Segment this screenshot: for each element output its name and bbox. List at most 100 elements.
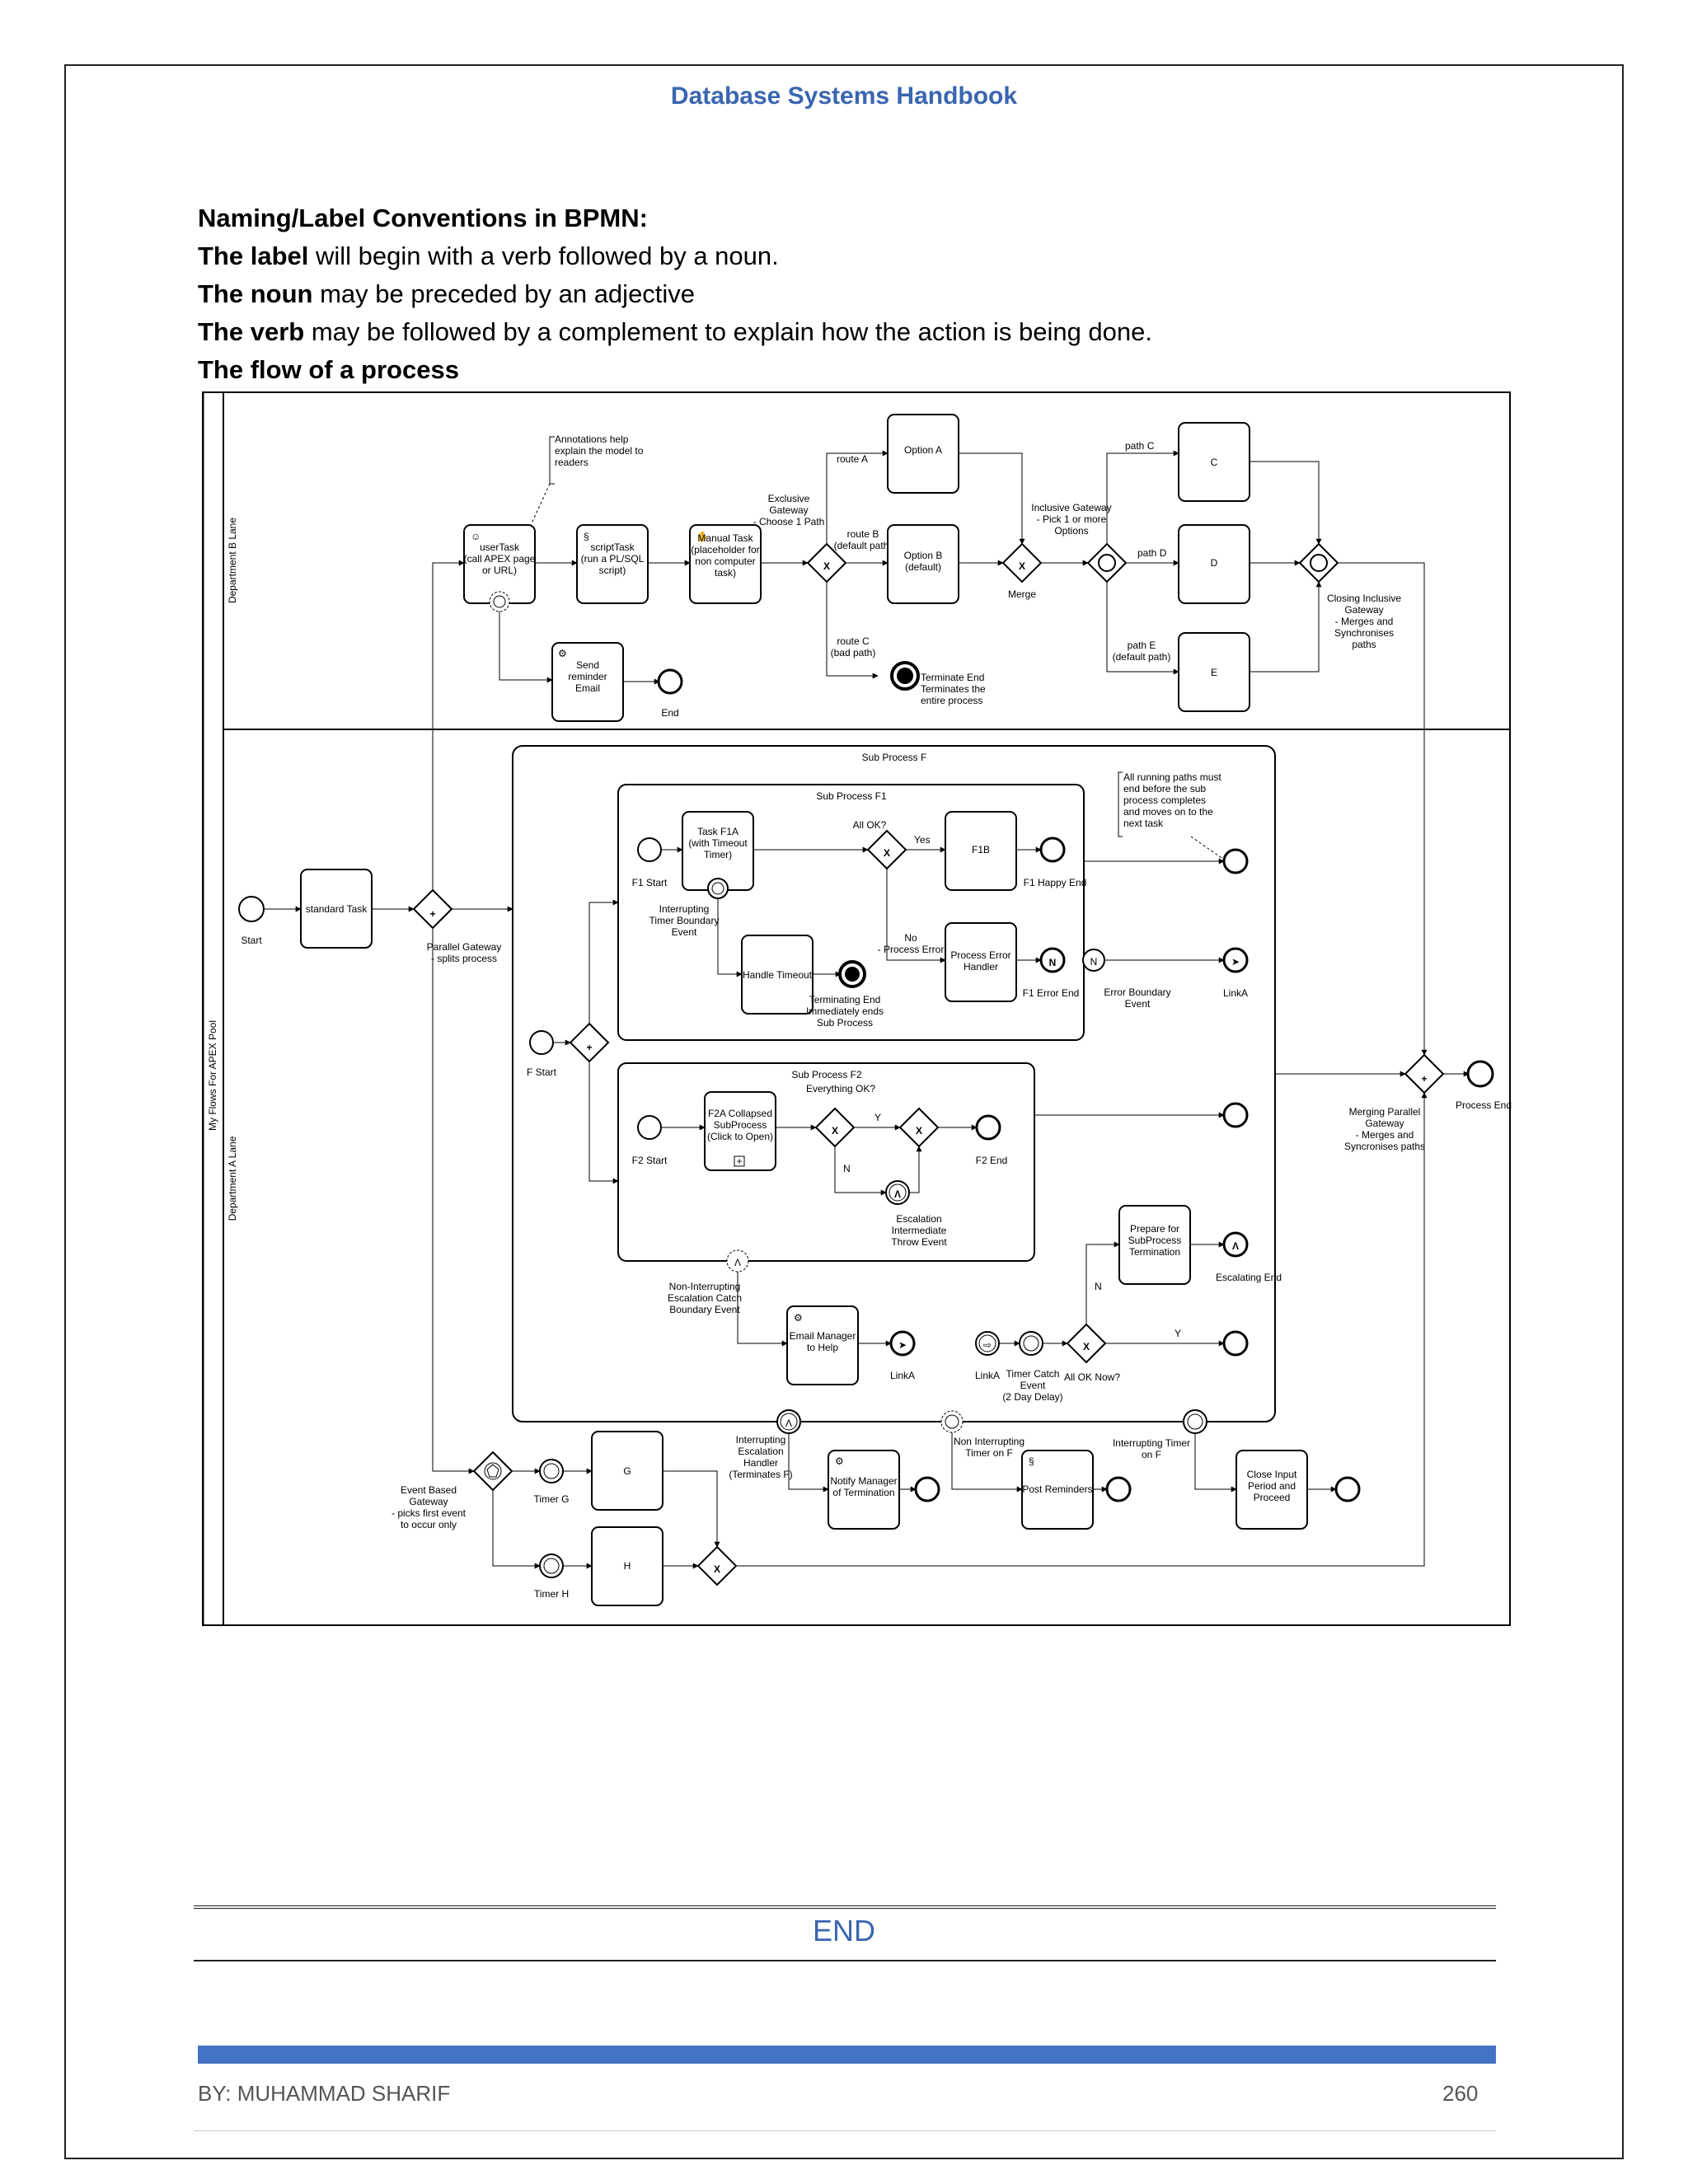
- sub-process-f1[interactable]: [617, 784, 1085, 1041]
- end-f2-branch[interactable]: [1222, 1102, 1249, 1128]
- task-d[interactable]: [1178, 524, 1250, 604]
- send-reminder-icon: ⚙: [558, 648, 567, 659]
- f1-start-event[interactable]: [637, 837, 662, 862]
- path-e-label: path E(default path): [1113, 640, 1171, 663]
- svg-text:Λ: Λ: [894, 1188, 901, 1200]
- link-a-throw-2[interactable]: [889, 1330, 916, 1357]
- svg-text:X: X: [714, 1563, 720, 1575]
- f2-end-event[interactable]: [975, 1114, 1001, 1141]
- process-error-handler[interactable]: [945, 922, 1017, 1002]
- end-event-b-label: End: [661, 707, 678, 719]
- f-start-event[interactable]: [529, 1030, 554, 1055]
- expand-icon[interactable]: [734, 1155, 745, 1167]
- svg-text:➤: ➤: [898, 1339, 907, 1351]
- end-all-ok-now[interactable]: [1222, 1330, 1249, 1357]
- intro-line-2-bold: The noun: [198, 279, 313, 308]
- svg-text:X: X: [823, 560, 830, 572]
- merge-gateway[interactable]: [1001, 542, 1043, 583]
- start-event[interactable]: [238, 896, 265, 922]
- event-based-gateway[interactable]: [472, 1451, 513, 1492]
- email-manager-icon: ⚙: [794, 1312, 803, 1324]
- all-ok-now-label: All OK Now?: [1064, 1371, 1120, 1383]
- svg-text:+: +: [429, 908, 435, 920]
- sub-process-f2-label: Sub Process F2: [791, 1069, 862, 1080]
- task-f1b-label: F1B: [972, 844, 990, 855]
- escalating-end-event[interactable]: [1222, 1231, 1249, 1258]
- route-a-label: route A: [837, 453, 868, 465]
- end-f1-branch[interactable]: [1222, 848, 1249, 874]
- svg-text:⇨: ⇨: [983, 1339, 992, 1351]
- manual-task[interactable]: [689, 524, 762, 604]
- link-a-label-3: LinkA: [975, 1370, 1000, 1381]
- intro-line-1-bold: The label: [198, 241, 309, 270]
- timer-g-label: Timer G: [534, 1493, 570, 1505]
- page-number: 260: [1442, 2081, 1479, 2106]
- f2-start-label: F2 Start: [632, 1155, 668, 1166]
- svg-text:➤: ➤: [1231, 956, 1240, 968]
- interrupting-timer-f-event[interactable]: [1183, 1409, 1207, 1434]
- f1-happy-end[interactable]: [1039, 837, 1066, 863]
- inclusive-gateway[interactable]: [1086, 542, 1128, 583]
- route-b-label: route B(default path): [834, 528, 893, 551]
- end-close-input[interactable]: [1334, 1476, 1361, 1502]
- sub-process-f2[interactable]: [617, 1062, 1035, 1262]
- intro-line-2-rest: may be preceded by an adjective: [312, 279, 696, 308]
- merge-gateway-f2[interactable]: [898, 1107, 940, 1148]
- svg-text:X: X: [916, 1125, 922, 1137]
- option-a-label: Option A: [904, 444, 942, 456]
- merge-gateway-gh[interactable]: [696, 1545, 738, 1586]
- script-task[interactable]: [576, 524, 649, 604]
- user-task-icon: ☺: [471, 531, 481, 542]
- f1-error-end[interactable]: [1039, 947, 1066, 973]
- f2a-collapsed-subprocess[interactable]: [704, 1091, 776, 1171]
- f2-start-event[interactable]: [637, 1115, 662, 1140]
- task-f1b[interactable]: [945, 811, 1017, 891]
- end-event-b[interactable]: [657, 668, 683, 695]
- end-notify-manager[interactable]: [914, 1476, 940, 1502]
- link-a-throw[interactable]: [1222, 947, 1249, 973]
- timer-h-label: Timer H: [534, 1588, 569, 1600]
- option-b-task[interactable]: [887, 524, 959, 604]
- standard-task-label: standard Task: [306, 903, 368, 915]
- task-e-label: E: [1211, 667, 1217, 678]
- closing-inclusive-gateway[interactable]: [1298, 542, 1339, 583]
- sub-process-f[interactable]: [512, 745, 1276, 1422]
- svg-text:Λ: Λ: [1232, 1240, 1239, 1252]
- lane-a-label: Department A Lane: [227, 1136, 238, 1221]
- end-divider-bottom: [194, 1960, 1496, 1961]
- all-ok-now-gateway[interactable]: [1066, 1323, 1107, 1364]
- end-post-reminders[interactable]: [1105, 1476, 1132, 1502]
- svg-text:Λ: Λ: [734, 1257, 741, 1268]
- everything-ok-label: Everything OK?: [806, 1083, 875, 1094]
- manual-task-icon: ✋: [696, 531, 709, 542]
- end-divider-top: [194, 1905, 1496, 1909]
- timer-g-event[interactable]: [539, 1459, 564, 1483]
- handle-timeout-label: Handle Timeout: [743, 969, 813, 981]
- sub-process-f1-label: Sub Process F1: [816, 790, 887, 802]
- timer-h-event[interactable]: [539, 1554, 564, 1578]
- page-header: Database Systems Handbook: [670, 82, 1018, 110]
- no-process-error-label: No- Process Error: [878, 932, 945, 955]
- email-manager-task[interactable]: [786, 1305, 859, 1385]
- timer-catch-event[interactable]: [1019, 1331, 1043, 1356]
- post-reminders-label: Post Reminders: [1022, 1483, 1092, 1495]
- task-h-label: H: [624, 1560, 631, 1572]
- process-end-event[interactable]: [1466, 1060, 1494, 1088]
- pool-frame: [202, 391, 1511, 1626]
- non-interrupting-timer-event[interactable]: [940, 1410, 964, 1433]
